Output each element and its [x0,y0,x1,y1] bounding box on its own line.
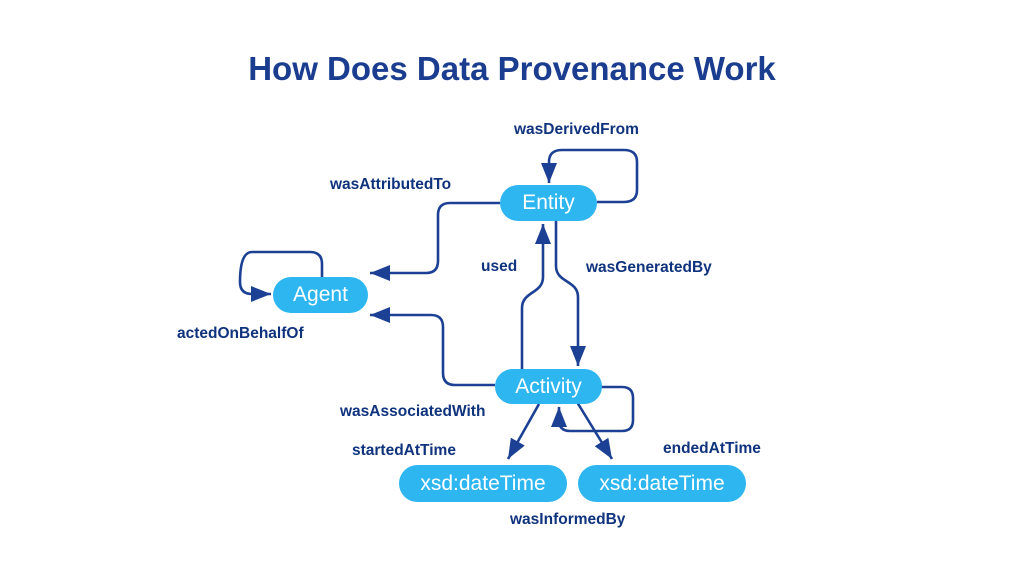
node-agent: Agent [273,277,368,313]
edge-label-wasInformedBy: wasInformedBy [510,511,626,528]
edge-label-endedAtTime: endedAtTime [663,440,761,457]
edge-wasAssociatedWith [370,307,495,387]
page-title: How Does Data Provenance Work [248,50,776,87]
edge-wasDerivedFrom [541,148,639,204]
edge-startedAtTime [506,403,541,460]
edge-used [520,224,551,369]
node-entity: Entity [500,185,597,221]
node-datetime-end: xsd:dateTime [578,465,746,502]
edge-label-wasAttributedTo: wasAttributedTo [330,176,452,193]
edge-label-wasAssociatedWith: wasAssociatedWith [340,403,486,420]
edge-endedAtTime [575,401,614,460]
edge-label-wasDerivedFrom: wasDerivedFrom [514,121,639,138]
node-activity: Activity [495,369,602,404]
edge-label-used: used [481,258,518,275]
edge-label-actedOnBehalfOf: actedOnBehalfOf [177,325,304,342]
edge-wasInformedBy [551,385,635,433]
edge-actedOnBehalfOf [238,250,324,302]
edge-wasAttributedTo [370,201,500,281]
edge-wasGeneratedBy [554,221,586,366]
edge-label-startedAtTime: startedAtTime [352,442,456,459]
edge-label-wasGeneratedBy: wasGeneratedBy [586,259,712,276]
node-datetime-start: xsd:dateTime [399,465,567,502]
